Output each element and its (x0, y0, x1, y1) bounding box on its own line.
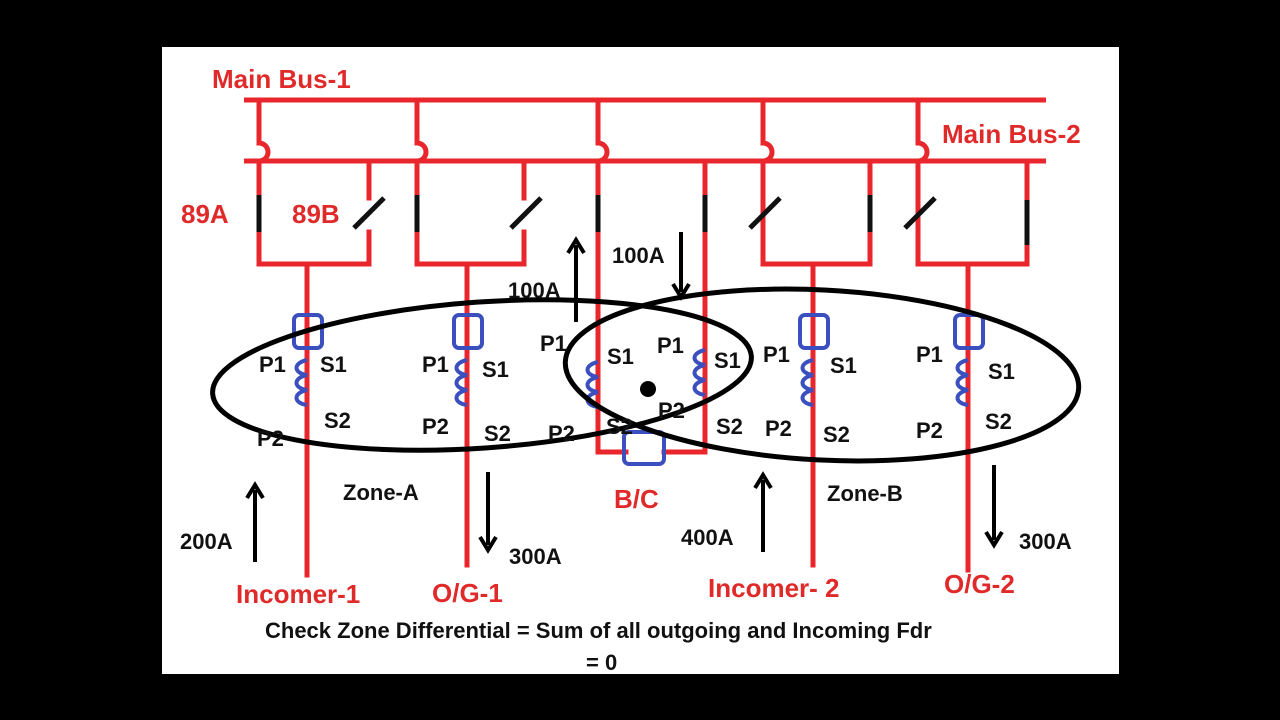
main-bus-2-label: Main Bus-2 (942, 119, 1081, 149)
ct-incomer2-p2: P2 (765, 416, 792, 441)
equation-line-2: = 0 (586, 650, 617, 675)
ct-incomer2-s2: S2 (823, 422, 850, 447)
ct-incomer2-core (798, 313, 830, 350)
bay-og1 (414, 97, 527, 568)
feeder-bc-label: B/C (614, 484, 659, 514)
zone-a-label: Zone-A (343, 480, 419, 505)
ct-bc-s1-right: S1 (714, 348, 741, 373)
diagram-panel (162, 47, 1119, 674)
ct-incomer1-s1: S1 (320, 352, 347, 377)
ct-bc-p1-left: P1 (540, 331, 567, 356)
ct-og1-p1: P1 (422, 352, 449, 377)
isolator-contacts (256, 195, 1030, 245)
isolator-89a-label: 89A (181, 199, 229, 229)
feeder-incomer2-label: Incomer- 2 (708, 573, 840, 603)
ct-bc-s2-right: S2 (716, 414, 743, 439)
center-dot (640, 381, 656, 397)
ct-og1-core (452, 313, 484, 350)
current-og1-label: 300A (509, 544, 562, 569)
ct-bc-p1-right: P1 (657, 333, 684, 358)
current-arrows (245, 232, 1004, 562)
ct-og2-s2: S2 (985, 409, 1012, 434)
ct-og1-p2: P2 (422, 414, 449, 439)
main-bus-1-label: Main Bus-1 (212, 64, 351, 94)
ct-og1-s2: S2 (484, 421, 511, 446)
ct-incomer1-p2: P2 (257, 426, 284, 451)
ct-bc-right-coil (692, 348, 706, 397)
ct-og2-s1: S1 (988, 359, 1015, 384)
ct-og1-s1: S1 (482, 357, 509, 382)
zone-b-label: Zone-B (827, 481, 903, 506)
ct-bc-s1-left: S1 (607, 344, 634, 369)
ct-incomer1-coil (294, 358, 308, 407)
current-incomer1-label: 200A (180, 529, 233, 554)
ct-og2-p2: P2 (916, 418, 943, 443)
ct-bc-p2-left: P2 (548, 421, 575, 446)
equation-line-1: Check Zone Differential = Sum of all out… (265, 618, 932, 643)
feeder-og1-label: O/G-1 (432, 578, 503, 608)
ct-incomer1-s2: S2 (324, 408, 351, 433)
feeder-incomer1-label: Incomer-1 (236, 579, 360, 609)
ct-incomer1-core (292, 313, 324, 350)
ct-incomer1-p1: P1 (259, 352, 286, 377)
feeder-og2-label: O/G-2 (944, 569, 1015, 599)
current-og2-label: 300A (1019, 529, 1072, 554)
current-bc-right-label: 100A (612, 243, 665, 268)
ct-bus-coupler-core (622, 430, 666, 466)
zone-b-ellipse (562, 286, 1082, 464)
ct-og2-core (953, 313, 985, 350)
ct-og2-coil (955, 358, 969, 407)
ct-bc-p2-right: P2 (658, 398, 685, 423)
ct-incomer2-p1: P1 (763, 342, 790, 367)
isolator-89b-label: 89B (292, 199, 340, 229)
ct-bc-s2-left: S2 (606, 414, 633, 439)
zone-outlines (210, 286, 1082, 464)
ct-incomer2-coil (800, 358, 814, 407)
ct-og2-p1: P1 (916, 342, 943, 367)
current-incomer2-label: 400A (681, 525, 734, 550)
current-bc-left-label: 100A (508, 278, 561, 303)
ct-incomer2-s1: S1 (830, 353, 857, 378)
zone-a-ellipse (210, 297, 754, 453)
ct-og1-coil (454, 358, 468, 407)
